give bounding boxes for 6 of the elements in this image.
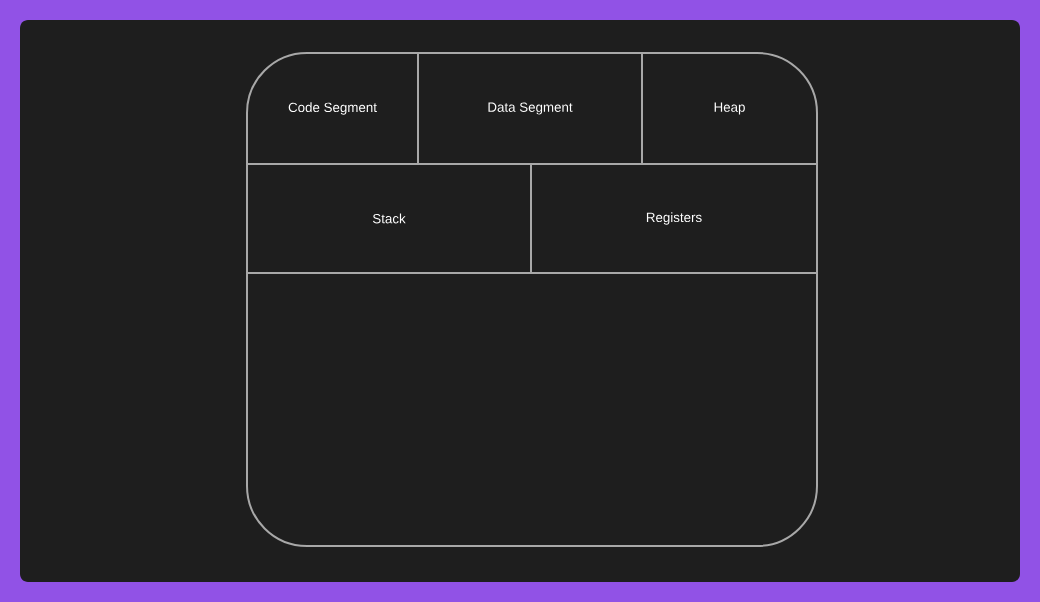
memory-cell: Stack bbox=[372, 213, 406, 224]
memory-cell: Data Segment bbox=[488, 102, 573, 115]
memory-cell: Code Segment bbox=[288, 102, 377, 115]
memory-cell: Heap bbox=[714, 102, 745, 115]
memory-cell: Registers bbox=[646, 212, 702, 225]
rounded-frame bbox=[246, 51, 818, 547]
